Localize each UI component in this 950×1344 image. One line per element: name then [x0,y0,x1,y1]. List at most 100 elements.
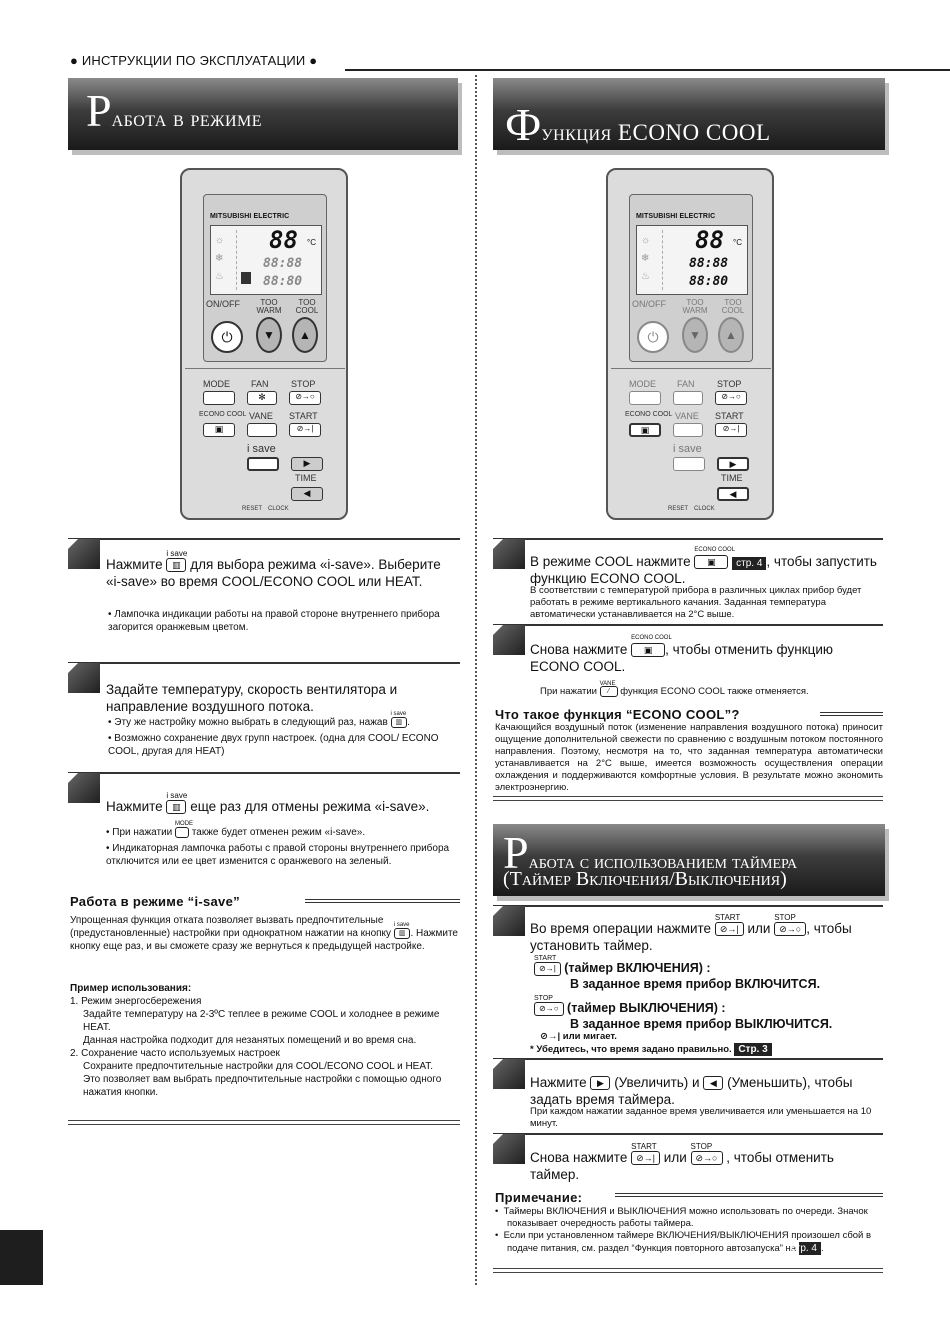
timer-start-button[interactable]: ⊘→| [715,423,747,437]
time-up-button[interactable]: ▶ [717,457,749,471]
title-cap: Р [503,827,529,878]
note-text: или мигает. [562,1031,617,1042]
remote-control-left: MITSUBISHI ELECTRIC ☼❄♨ 88 °C 88:88 88:8… [180,168,348,520]
lcd-mode-icons: ☼❄♨ [215,230,237,290]
timer-note-heading: Примечание: [495,1190,583,1205]
econo-step-1: В режиме COOL нажмите ECONO COOL▣ стр. 4… [530,547,880,587]
econo-step-2-note: При нажатии VANE⁄ функция ECONO COOL так… [540,681,880,698]
key-caption: START [714,913,741,922]
step-2-marker [68,663,100,693]
timer-off-block: STOP⊘→○ (таймер ВЫКЛЮЧЕНИЯ) : В заданное… [534,995,884,1032]
onoff-button[interactable]: ⏻ [211,321,243,353]
timer-blink-note: ⊘→| или мигает. [540,1031,617,1042]
step-text: для выбора режима «i-save». Выберите «i-… [106,557,441,589]
key-caption: START [534,955,557,962]
lcd-mode-icons: ☼❄♨ [641,230,663,290]
isave-button[interactable] [673,457,705,471]
section-end-rule [493,1268,883,1269]
step-text: или [747,921,771,936]
fan-button[interactable]: ✻ [247,391,277,405]
timer-stop-button[interactable]: ⊘→○ [715,391,747,405]
key-caption: STOP [774,913,796,922]
remote-lower-panel: MODE FAN STOP ⊘→○ ECONO COOL ▣ VANE STAR… [611,368,771,510]
timer-off-desc: В заданное время прибор ВЫКЛЮЧИТСЯ. [570,1017,833,1031]
section-end-rule [493,800,883,801]
vane-label: VANE [249,411,273,421]
heading-rule [615,1193,883,1197]
title-cap: Р [86,85,112,136]
timer-stop-button[interactable]: ⊘→○ [289,391,321,405]
page-ref-badge[interactable]: Стр. 3 [734,1043,772,1056]
onoff-label: ON/OFF [206,299,240,309]
time-up-button[interactable]: ▶ [291,457,323,471]
timer-check-note: * Убедитесь, что время задано правильно.… [530,1043,772,1056]
column-divider [475,75,477,1285]
note-text: Если при установленном таймере ВКЛЮЧЕНИЯ… [503,1230,872,1254]
step-text: , чтобы отменить таймер. [530,1150,834,1182]
step-text: (Уменьшить), чтобы задать время таймера. [530,1075,853,1107]
too-warm-button[interactable]: ▼ [682,317,708,353]
timer-step-3: Снова нажмите START⊘→| или STOP⊘→○ , что… [530,1142,882,1183]
time-down-icon: ◀ [703,1076,724,1091]
onoff-button[interactable]: ⏻ [637,321,669,353]
isave-step-3: Нажмите i save▥ еще раз для отмены режим… [106,791,452,815]
step-rule [68,662,460,664]
step-text: , чтобы отменить функцию ECONO COOL. [530,642,833,674]
title-banner-timer: Работа с использованием таймера (Таймер … [493,824,885,896]
time-down-button[interactable]: ◀ [291,487,323,501]
onoff-label: ON/OFF [632,299,666,309]
mode-button[interactable] [203,391,235,405]
title-banner-econo: Функция ECONO COOL [493,78,885,150]
note-text: Эту же настройку можно выбрать в следующ… [114,717,388,728]
step-3-marker [493,1134,525,1164]
econo-cool-button[interactable]: ▣ [203,423,235,437]
step-2-marker [493,625,525,655]
title-rest: ункция ECONO COOL [541,120,771,145]
step-rule [68,772,460,774]
too-cool-button[interactable]: ▲ [718,317,744,353]
key-caption: ECONO COOL [694,547,736,553]
econo-cool-button[interactable]: ▣ [629,423,661,437]
timer-start-button[interactable]: ⊘→| [289,423,321,437]
isave-step-3-notes: • При нажатии MODE также будет отменен р… [106,821,458,868]
econo-what-text: Качающийся воздушный поток (изменение на… [495,722,883,793]
section-end-rule [493,796,883,797]
lcd-time-1: 88:88 [689,256,729,271]
step-rule [68,538,460,540]
example-2-text: Это позволяет вам выбрать предпочтительн… [83,1074,442,1098]
isave-button[interactable] [247,457,279,471]
vane-button[interactable] [673,423,703,437]
vane-button[interactable] [247,423,277,437]
step-text: (Увеличить) и [614,1075,700,1090]
key-caption: i save [166,791,188,800]
key-caption: i save [393,922,410,928]
para-text: Упрощенная функция отката позволяет вызв… [70,915,392,939]
time-down-button[interactable]: ◀ [717,487,749,501]
example-2-text: Сохраните предпочтительные настройки для… [83,1061,434,1072]
econo-label: ECONO COOL [625,411,673,418]
econo-label: ECONO COOL [199,411,247,418]
key-caption: STOP [534,995,553,1002]
example-1-title: 1. Режим энергосбережения [70,996,202,1007]
too-warm-button[interactable]: ▼ [256,317,282,353]
para-text: . Нажмите кнопку еще раз, и вы сможете с… [70,928,458,952]
page-ref-badge[interactable]: стр. 4 [791,1242,821,1255]
step-text: Нажмите [530,1075,587,1090]
lcd-time-1: 88:88 [263,256,303,271]
step-1-marker [68,539,100,569]
step-text: Нажмите [106,799,163,814]
timer-step-2: Нажмите ▶ (Увеличить) и ◀ (Уменьшить), ч… [530,1074,882,1108]
lcd-screen: ☼❄♨ 88 °C 88:88 88:80 [210,225,322,295]
mode-button[interactable] [629,391,661,405]
timer-step-2-note: При каждом нажатии заданное время увелич… [530,1106,872,1129]
note-text: * Убедитесь, что время задано правильно. [530,1044,732,1055]
key-caption: VANE [599,681,616,687]
page-ref-badge[interactable]: стр. 4 [732,557,767,570]
vane-label: VANE [675,411,699,421]
fan-button[interactable] [673,391,703,405]
key-caption: i save [166,549,188,558]
timer-on-desc: В заданное время прибор ВКЛЮЧИТСЯ. [570,977,821,991]
step-text: , чтобы установить таймер. [530,921,852,953]
too-cool-button[interactable]: ▲ [292,317,318,353]
step-text: или [663,1150,687,1165]
